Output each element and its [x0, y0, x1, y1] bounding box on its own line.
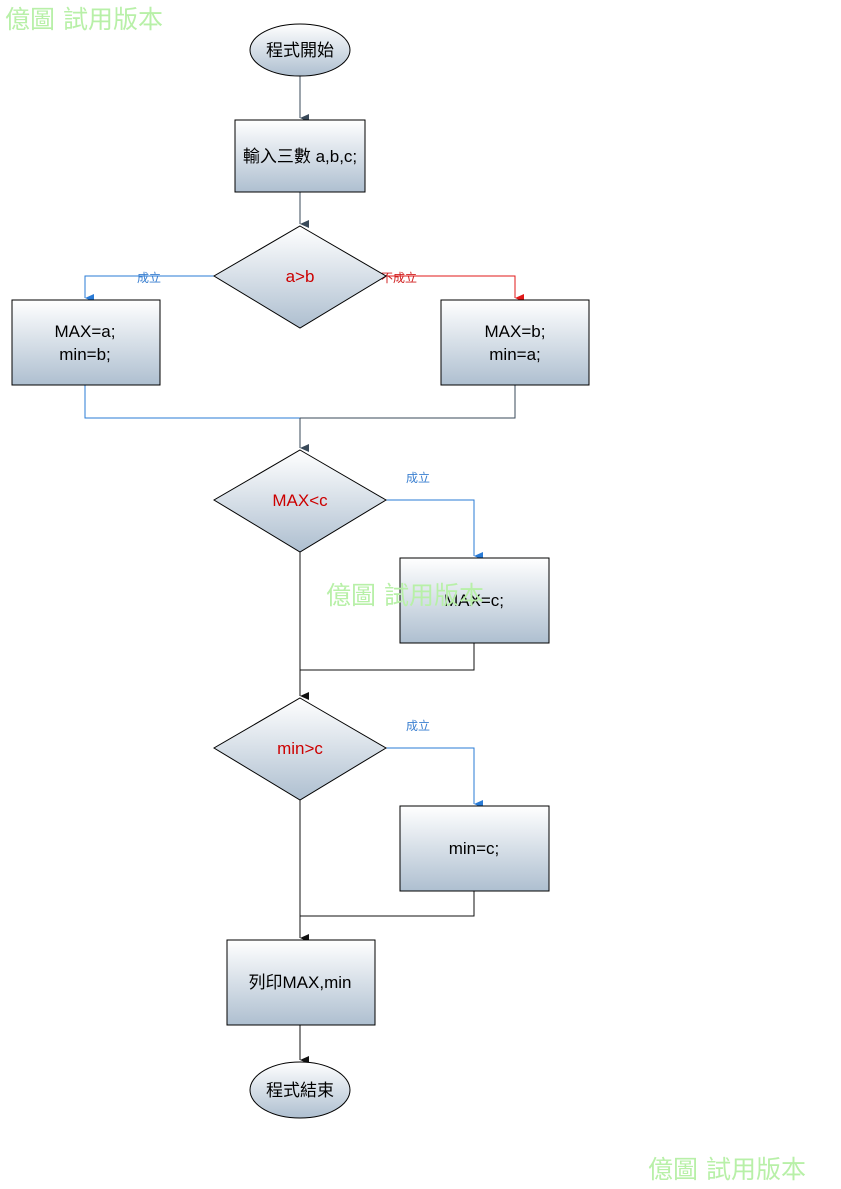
start-terminator: 程式開始 — [249, 23, 351, 77]
edge-decision3-yes — [386, 747, 483, 808]
decision-a-gt-b: a>b — [213, 225, 387, 329]
assign-min-box: min=c; — [399, 805, 550, 892]
edge-decision2-yes — [386, 499, 483, 560]
edge-decision1-yes — [84, 275, 214, 302]
print-box: 列印MAX,min — [226, 939, 376, 1026]
edge-assignmin-merge — [300, 891, 475, 917]
print-label: 列印MAX,min — [249, 973, 352, 992]
label-d3-yes: 成立 — [406, 718, 430, 733]
connectors — [84, 76, 524, 1064]
assign-min-label: min=c; — [449, 839, 500, 858]
decision1-label: a>b — [286, 267, 315, 286]
decision2-label: MAX<c — [272, 491, 328, 510]
watermark-bottom-right: 億圖 試用版本 — [648, 1155, 806, 1184]
watermark-center: 億圖 試用版本 — [326, 581, 484, 610]
decision-min-gt-c: min>c — [213, 697, 387, 801]
decision3-label: min>c — [277, 739, 323, 758]
right-line1: MAX=b; — [485, 322, 546, 341]
left-line1: MAX=a; — [55, 322, 116, 341]
edge-left-merge — [84, 385, 300, 419]
end-label: 程式結束 — [266, 1081, 334, 1101]
left-assign-box: MAX=a; min=b; — [11, 299, 161, 386]
edge-assignmax-merge — [300, 643, 475, 671]
label-d2-yes: 成立 — [406, 470, 430, 485]
left-line2: min=b; — [59, 345, 111, 364]
end-terminator: 程式結束 — [249, 1061, 351, 1119]
label-d1-no: 不成立 — [381, 270, 417, 285]
edge-right-merge — [300, 385, 516, 419]
label-d1-yes: 成立 — [137, 270, 161, 285]
assign-max-box: MAX=c; — [399, 557, 550, 644]
start-label: 程式開始 — [266, 41, 334, 61]
decision-max-lt-c: MAX<c — [213, 449, 387, 553]
right-assign-box: MAX=b; min=a; — [440, 299, 590, 386]
edge-decision1-no — [386, 275, 524, 302]
watermark-top-left: 億圖 試用版本 — [5, 5, 163, 34]
input-label: 輸入三數 a,b,c; — [243, 147, 357, 166]
input-process-box: 輸入三數 a,b,c; — [234, 119, 366, 193]
assign-max-label: MAX=c; — [444, 591, 504, 610]
right-line2: min=a; — [489, 345, 541, 364]
